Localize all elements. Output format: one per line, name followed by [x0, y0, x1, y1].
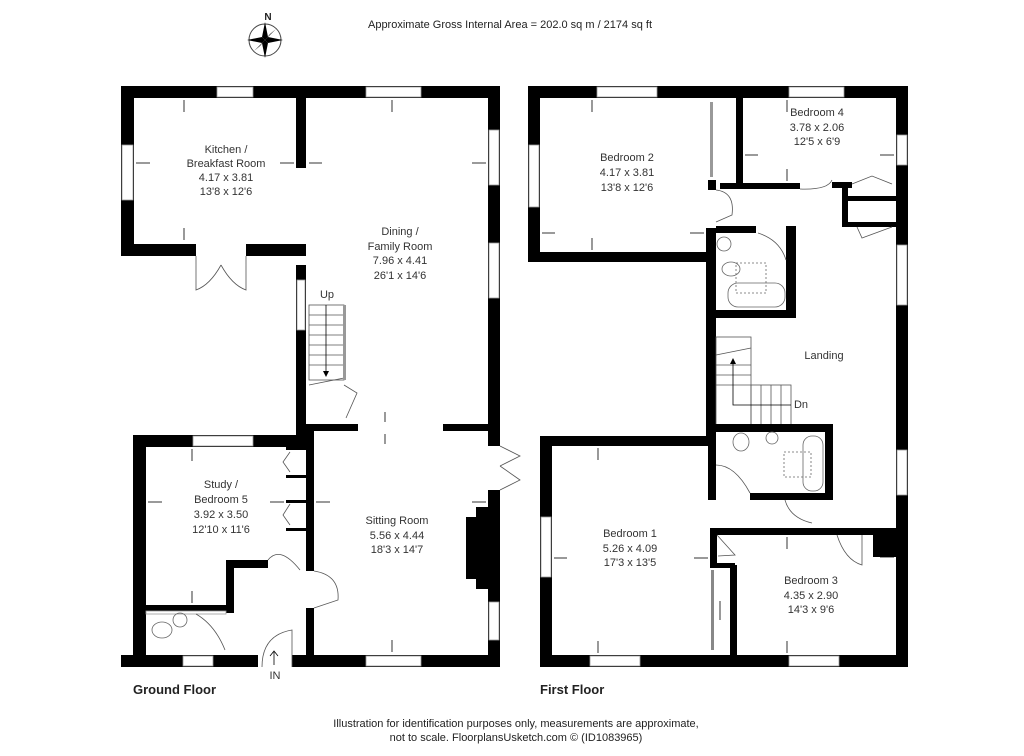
- room-label-dining-family: Dining / Family Room 7.96 x 4.41 26'1 x …: [368, 226, 433, 282]
- svg-text:7.96 x 4.41: 7.96 x 4.41: [373, 255, 427, 267]
- entrance-label: IN: [270, 670, 281, 682]
- svg-text:26'1 x 14'6: 26'1 x 14'6: [374, 270, 427, 282]
- ground-floor-stairs: Up: [308, 289, 358, 419]
- room-label-landing: Landing: [804, 350, 843, 362]
- svg-text:12'5 x 6'9: 12'5 x 6'9: [794, 136, 840, 148]
- svg-text:Bedroom 4: Bedroom 4: [790, 107, 844, 119]
- stairs-up-label: Up: [320, 289, 334, 301]
- north-compass-icon: N: [247, 12, 283, 58]
- room-label-bedroom-2: Bedroom 2 4.17 x 3.81 13'8 x 12'6: [600, 152, 654, 194]
- svg-text:Study /: Study /: [204, 479, 239, 491]
- room-label-bedroom-3: Bedroom 3 4.35 x 2.90 14'3 x 9'6: [784, 575, 838, 616]
- svg-text:4.17 x 3.81: 4.17 x 3.81: [199, 172, 253, 184]
- stairs-down-label: Dn: [794, 399, 808, 411]
- svg-text:18'3 x 14'7: 18'3 x 14'7: [371, 544, 424, 556]
- svg-text:Kitchen /: Kitchen /: [205, 144, 249, 156]
- first-floor-plan: Dn: [528, 86, 908, 697]
- svg-text:17'3 x 13'5: 17'3 x 13'5: [604, 557, 657, 569]
- svg-text:Family Room: Family Room: [368, 241, 433, 253]
- svg-text:Bedroom 3: Bedroom 3: [784, 575, 838, 587]
- svg-text:4.35 x 2.90: 4.35 x 2.90: [784, 590, 838, 602]
- ground-floor-plan: Up: [121, 86, 521, 697]
- svg-text:3.78 x 2.06: 3.78 x 2.06: [790, 122, 844, 134]
- svg-text:4.17 x 3.81: 4.17 x 3.81: [600, 167, 654, 179]
- room-label-study-bedroom5: Study / Bedroom 5 3.92 x 3.50 12'10 x 11…: [192, 479, 250, 536]
- svg-text:Dining /: Dining /: [381, 226, 419, 238]
- first-floor-stairs: Dn: [715, 336, 808, 428]
- first-floor-label: First Floor: [540, 682, 604, 697]
- svg-text:5.56 x 4.44: 5.56 x 4.44: [370, 530, 424, 542]
- room-label-kitchen: Kitchen / Breakfast Room 4.17 x 3.81 13'…: [187, 144, 266, 198]
- disclaimer-line-2: not to scale. FloorplansUsketch.com © (I…: [390, 732, 643, 744]
- svg-text:Bedroom 2: Bedroom 2: [600, 152, 654, 164]
- ground-floor-label: Ground Floor: [133, 682, 216, 697]
- room-label-bedroom-1: Bedroom 1 5.26 x 4.09 17'3 x 13'5: [603, 528, 657, 569]
- compass-north-label: N: [264, 12, 271, 23]
- svg-text:Landing: Landing: [804, 350, 843, 362]
- gross-area-text: Approximate Gross Internal Area = 202.0 …: [368, 19, 652, 31]
- svg-text:13'8 x 12'6: 13'8 x 12'6: [200, 186, 253, 198]
- svg-text:13'8 x 12'6: 13'8 x 12'6: [601, 182, 654, 194]
- svg-text:14'3 x 9'6: 14'3 x 9'6: [788, 604, 834, 616]
- room-label-sitting-room: Sitting Room 5.56 x 4.44 18'3 x 14'7: [366, 515, 429, 556]
- svg-text:5.26 x 4.09: 5.26 x 4.09: [603, 543, 657, 555]
- svg-text:Bedroom 5: Bedroom 5: [194, 494, 248, 506]
- svg-text:Sitting Room: Sitting Room: [366, 515, 429, 527]
- svg-text:3.92 x 3.50: 3.92 x 3.50: [194, 509, 248, 521]
- room-label-bedroom-4: Bedroom 4 3.78 x 2.06 12'5 x 6'9: [790, 107, 844, 148]
- disclaimer-line-1: Illustration for identification purposes…: [333, 718, 698, 730]
- svg-text:12'10 x 11'6: 12'10 x 11'6: [192, 524, 250, 536]
- svg-text:Bedroom 1: Bedroom 1: [603, 528, 657, 540]
- svg-text:Breakfast Room: Breakfast Room: [187, 158, 266, 170]
